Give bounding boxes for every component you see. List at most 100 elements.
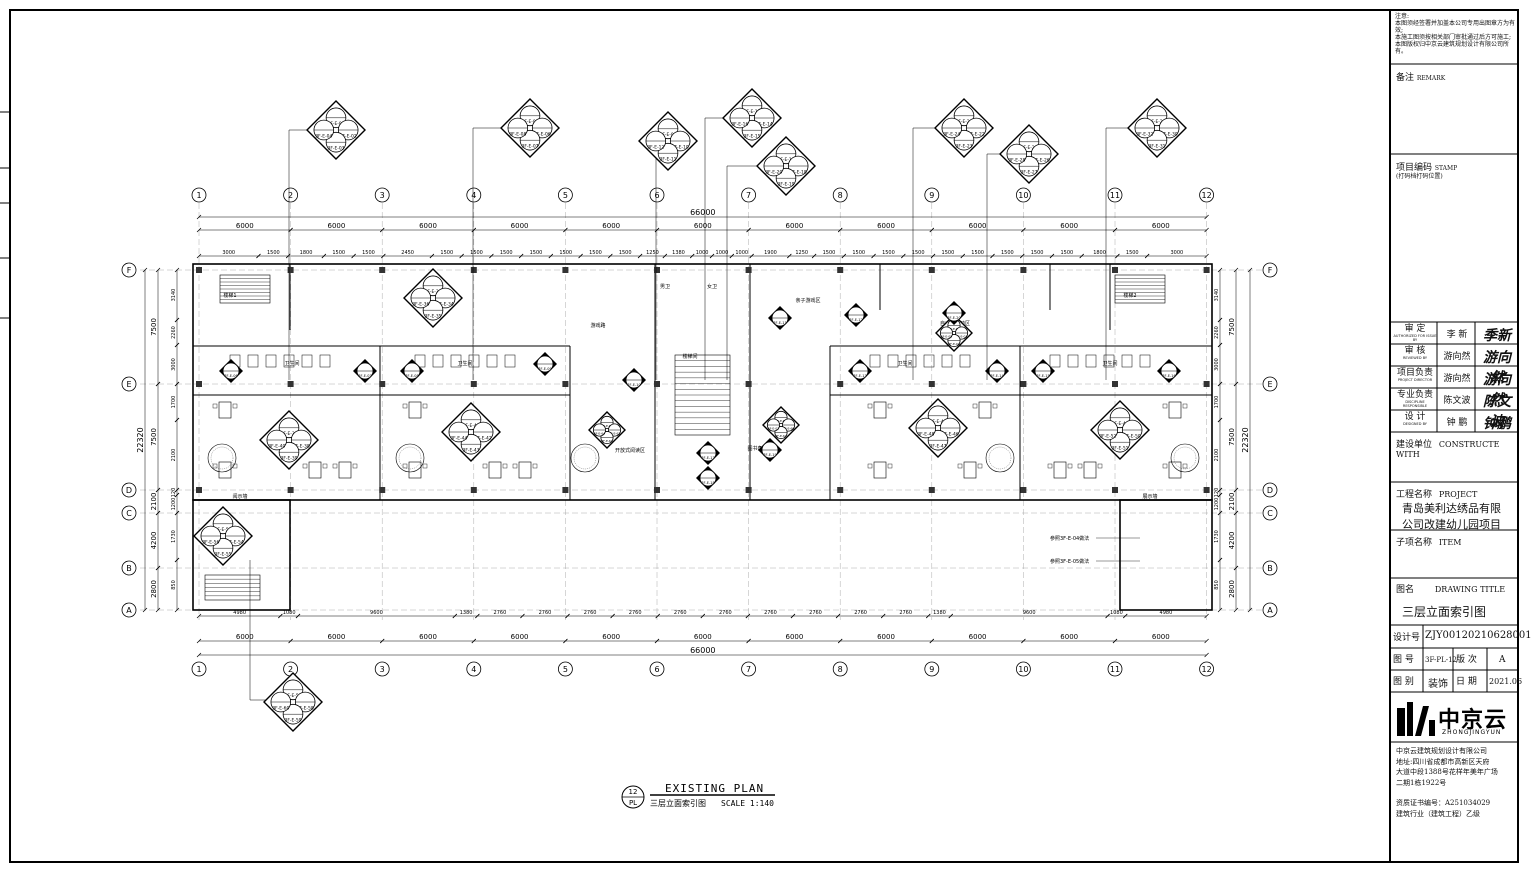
dimension-label: 9600 [370, 610, 383, 616]
design-no-label: 设计号 [1393, 633, 1421, 643]
toilet-stall [301, 354, 313, 368]
furniture-layer [207, 354, 1200, 479]
structural-column [654, 267, 660, 273]
index-diamond [1127, 98, 1187, 158]
index-diamond [441, 402, 501, 462]
grid-bubble [1107, 187, 1123, 203]
plan-title: 12 PL EXISTING PLAN 三层立面索引图 SCALE 1:140 [621, 782, 775, 809]
item-label-en: ITEM [1438, 538, 1462, 547]
round-rug-pattern [398, 446, 422, 470]
toilet-stall [1049, 354, 1061, 368]
index-label: 3F-E-27 [1021, 170, 1038, 176]
dimension-label: 2450 [401, 250, 414, 256]
toilet-stall [1085, 354, 1097, 368]
index-label: 3F-E-40 [268, 443, 285, 449]
chair [867, 463, 873, 469]
structural-column [1203, 487, 1210, 493]
signature-name: 李 新 [1446, 330, 1468, 340]
round-rug-pattern [988, 446, 1012, 470]
index-label: 3F-E-19 [778, 182, 795, 188]
dimension-label: 1500 [971, 250, 984, 256]
index-label: 3F-E-67 [775, 434, 787, 438]
index-label: 3F-E-09 [660, 132, 677, 138]
table [488, 461, 502, 479]
table [308, 461, 322, 479]
dimension-label: 2100 [1214, 449, 1220, 462]
logo-text: 中京云 [1438, 708, 1508, 733]
dimension-tick [1217, 510, 1223, 516]
grid-label: E [126, 380, 131, 389]
structural-column [837, 381, 844, 387]
toilet-stall [869, 354, 881, 368]
dimension-label: 6000 [694, 633, 712, 641]
date-label: 日 期 [1456, 677, 1477, 687]
dimension-tick [1112, 638, 1118, 644]
structural-column [1203, 381, 1210, 387]
dimension-tick [960, 253, 966, 259]
project-code-label: 项目编码 STAMP (打码档打码位置) [1396, 160, 1457, 180]
grid-label: 6 [654, 665, 659, 674]
dimension-label: 1500 [1060, 250, 1073, 256]
dimension-tick [174, 510, 180, 516]
index-label: 3F-E-31 [1149, 144, 1166, 150]
client-label-cn: 建设单位 [1396, 440, 1433, 450]
index-label: 3F-E-07 [522, 144, 539, 150]
dimension-tick [174, 381, 180, 387]
grid-bubble [1262, 482, 1278, 498]
structural-column [1112, 381, 1118, 387]
dimension-tick [379, 227, 385, 233]
index-label: 3F-E-21 [956, 119, 973, 125]
grid-bubble [924, 187, 940, 203]
dimension-label: 1000 [716, 250, 729, 256]
remarks-label-en: REMARK [1416, 75, 1446, 82]
room-label: 女卫 [707, 283, 717, 290]
remarks-label: 备注 REMARK [1396, 70, 1445, 83]
dimension-label: 3140 [171, 289, 177, 302]
chair [1162, 403, 1168, 409]
index-label: 3F-E-24 [943, 131, 960, 137]
grid-bubble [1107, 661, 1123, 677]
dimension-label: 7500 [1228, 318, 1236, 336]
grid-label: 8 [838, 665, 843, 674]
index-label: 3F-E-09 [538, 367, 551, 371]
dimension-label: 1250 [795, 250, 808, 256]
dimension-tick [662, 253, 668, 259]
grid-bubble [558, 661, 573, 677]
index-label: 3F-E-56 [202, 539, 219, 545]
toilet-stall [1139, 354, 1151, 368]
notes-line-2: 本施工图须按相关部门审批通过后方可施工; [1395, 34, 1512, 41]
dimension-label: 1500 [852, 250, 865, 256]
room-label: 楼梯间 [682, 353, 697, 360]
index-label: 3F-E-02 [948, 327, 960, 331]
dimension-tick [1105, 613, 1110, 619]
structural-column [1112, 487, 1118, 493]
grid-bubble [832, 661, 848, 677]
index-label: 3F-E-16 [731, 121, 748, 127]
grid-bubble [832, 187, 848, 203]
grid-bubble [741, 661, 756, 677]
dimension-label: 1380 [672, 250, 685, 256]
dimension-tick [196, 638, 202, 644]
dimension-label: 1500 [912, 250, 925, 256]
structural-column [196, 381, 202, 387]
index-label: 3F-E-08 [405, 374, 418, 378]
grid-bubble [121, 505, 137, 521]
dimension-tick [196, 652, 202, 658]
index-label: 3F-E-22 [968, 131, 985, 137]
grid-bubble [1262, 505, 1278, 521]
chair [352, 463, 358, 469]
dimension-tick [901, 253, 906, 259]
logo-mark-icon [1397, 702, 1435, 736]
round-rug [1170, 443, 1200, 473]
structural-column [287, 487, 294, 493]
index-label: 3F-E-05 [941, 335, 953, 339]
notes-line-3: 本图版权归中京云建筑规划设计有限公司所有。 [1395, 41, 1510, 55]
dimension-label: 1380 [933, 610, 946, 616]
grid-label: E [1267, 380, 1272, 389]
chair [232, 463, 238, 469]
table [218, 401, 232, 419]
index-label: 3F-E-45 [930, 419, 947, 425]
grid-label: 2 [288, 191, 293, 200]
